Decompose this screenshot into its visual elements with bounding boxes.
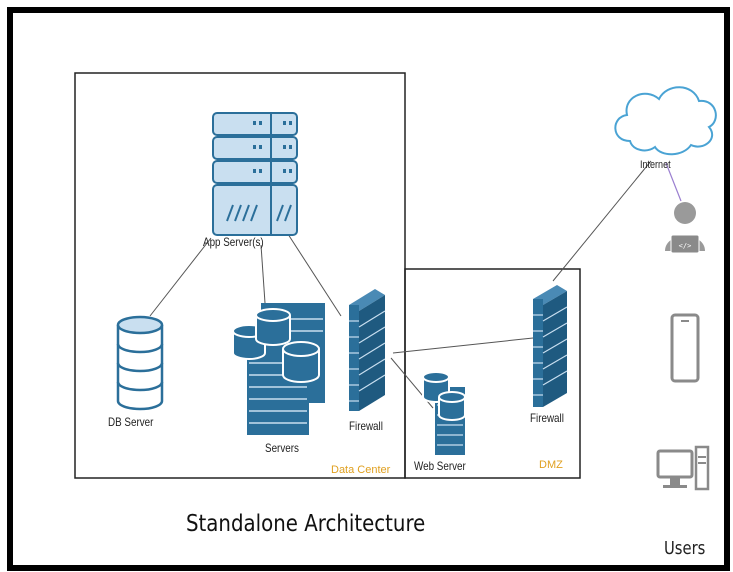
connection-lines <box>149 160 652 409</box>
servers-icon <box>232 303 325 435</box>
architecture-diagram: </> <box>74 72 717 491</box>
user-developer-icon: </> <box>665 202 705 254</box>
firewall-icon <box>349 289 386 411</box>
dmz-zone-label: DMZ <box>539 459 563 471</box>
data-center-zone-label: Data Center <box>331 464 391 476</box>
svg-text:</>: </> <box>679 242 692 250</box>
mobile-phone-icon <box>670 313 700 383</box>
web-server-label: Web Server <box>414 459 466 473</box>
diagram-frame: </> App Server(s) DB Server Servers Fire… <box>7 7 730 571</box>
db-server-label: DB Server <box>108 415 154 429</box>
diagram-title: Standalone Architecture <box>186 511 426 537</box>
users-label: Users <box>664 538 706 559</box>
dmz-zone <box>404 268 581 479</box>
app-server-label: App Server(s) <box>203 235 264 249</box>
desktop-computer-icon <box>656 445 710 491</box>
firewall-dmz-icon <box>533 285 568 407</box>
cloud-icon <box>614 86 717 156</box>
internet-label: Internet <box>640 159 671 171</box>
firewall-dmz-label: Firewall <box>530 411 564 425</box>
firewall-label: Firewall <box>349 419 383 433</box>
db-server-icon <box>116 315 164 411</box>
web-server-icon <box>422 371 466 455</box>
servers-label: Servers <box>265 441 299 455</box>
internet-user-link <box>665 162 682 202</box>
app-server-icon <box>212 112 298 236</box>
